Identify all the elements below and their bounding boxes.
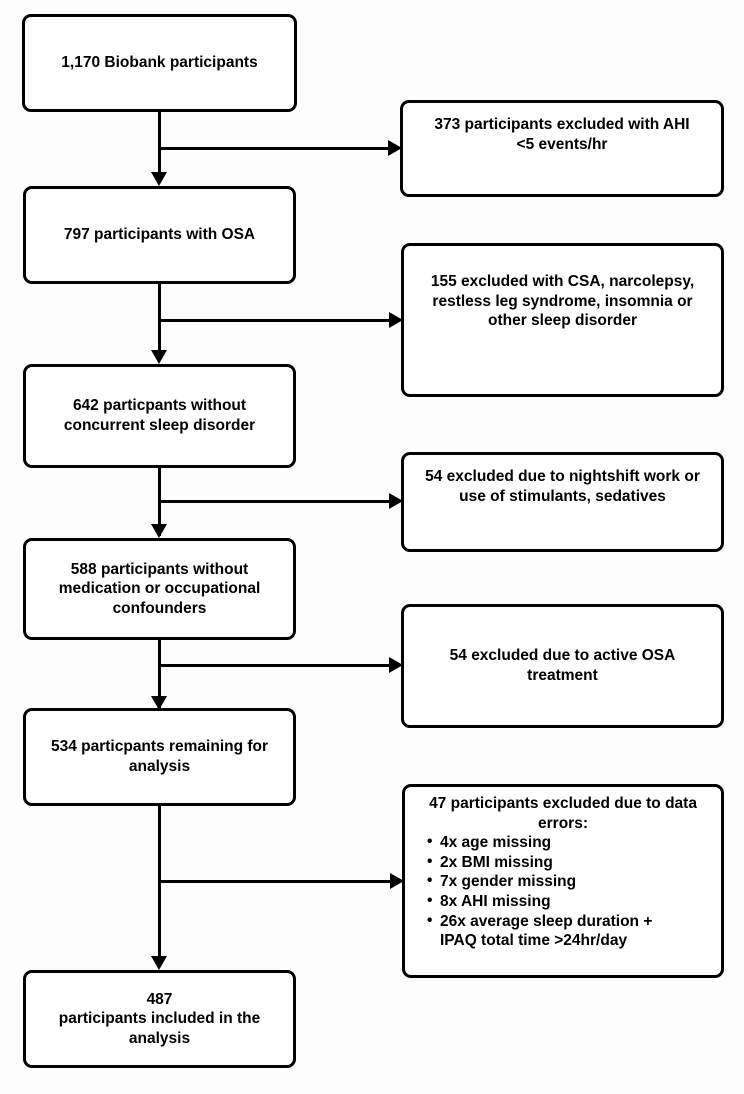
exclusion-node-54-nightshift-stimulants-sedatives: 54 excluded due to nightshift work or us… xyxy=(401,452,724,552)
exclusion-node-3-label: 54 excluded due to nightshift work or us… xyxy=(425,468,700,505)
connector-line-n2-n3 xyxy=(158,284,161,352)
connector-line-n4-n5 xyxy=(158,640,161,710)
list-item: 2x BMI missing xyxy=(427,852,713,873)
arrow-head-n4-e4 xyxy=(389,657,403,673)
arrow-head-n5-n6 xyxy=(151,956,167,970)
flow-node-797-participants-with-osa: 797 participants with OSA xyxy=(23,186,296,284)
list-item: 7x gender missing xyxy=(427,871,713,892)
connector-line-n4-e4 xyxy=(158,664,393,667)
exclusion-node-2-label: 155 excluded with CSA, narcolepsy, restl… xyxy=(430,273,695,330)
exclusion-node-5-heading: 47 participants excluded due to data err… xyxy=(429,795,697,832)
arrow-head-n1-e1 xyxy=(388,140,402,156)
list-item: 8x AHI missing xyxy=(427,891,713,912)
flow-node-2-label: 797 participants with OSA xyxy=(63,226,256,244)
arrow-head-n4-n5 xyxy=(151,696,167,710)
flow-node-534-remaining-for-analysis: 534 particpants remaining for analysis xyxy=(23,708,296,806)
connector-line-n3-e3 xyxy=(158,500,393,503)
arrow-head-n3-n4 xyxy=(151,524,167,538)
flow-node-6-label: 487 participants included in the analysi… xyxy=(58,990,261,1047)
arrow-head-n5-e5 xyxy=(390,873,404,889)
arrow-head-n2-n3 xyxy=(151,350,167,364)
flow-node-487-included-in-analysis: 487 participants included in the analysi… xyxy=(23,970,296,1068)
list-item: 26x average sleep duration + IPAQ total … xyxy=(427,911,713,951)
arrow-head-n3-e3 xyxy=(389,493,403,509)
connector-line-n5-e5 xyxy=(158,880,394,883)
connector-line-n1-n2 xyxy=(158,112,161,174)
connector-line-n2-e2 xyxy=(158,319,393,322)
flow-node-642-without-concurrent-sleep-disorder: 642 particpants without concurrent sleep… xyxy=(23,364,296,468)
exclusion-node-373-ahi-under-5: 373 participants excluded with AHI <5 ev… xyxy=(400,100,724,197)
exclusion-node-5-list: 4x age missing 2x BMI missing 7x gender … xyxy=(413,832,713,951)
arrow-head-n2-e2 xyxy=(389,312,403,328)
flow-node-3-label: 642 particpants without concurrent sleep… xyxy=(63,397,256,434)
arrow-head-n1-n2 xyxy=(151,172,167,186)
flow-node-4-label: 588 participants without medication or o… xyxy=(58,560,261,617)
exclusion-node-47-data-errors: 47 participants excluded due to data err… xyxy=(402,784,724,978)
exclusion-node-1-label: 373 participants excluded with AHI <5 ev… xyxy=(434,116,690,153)
exclusion-node-4-label: 54 excluded due to active OSA treatment xyxy=(449,647,676,684)
flow-node-1-label: 1,170 Biobank participants xyxy=(61,54,258,72)
flow-node-1170-biobank-participants: 1,170 Biobank participants xyxy=(22,14,297,112)
flow-node-588-without-medication-or-occupational-confounders: 588 participants without medication or o… xyxy=(23,538,296,640)
flow-node-5-label: 534 particpants remaining for analysis xyxy=(50,738,269,775)
connector-line-n1-e1 xyxy=(158,147,392,150)
list-item: 4x age missing xyxy=(427,832,713,853)
exclusion-node-54-active-osa-treatment: 54 excluded due to active OSA treatment xyxy=(401,604,724,728)
exclusion-node-155-csa-narcolepsy-rls-insomnia: 155 excluded with CSA, narcolepsy, restl… xyxy=(401,243,724,397)
connector-line-n5-n6 xyxy=(158,806,161,960)
